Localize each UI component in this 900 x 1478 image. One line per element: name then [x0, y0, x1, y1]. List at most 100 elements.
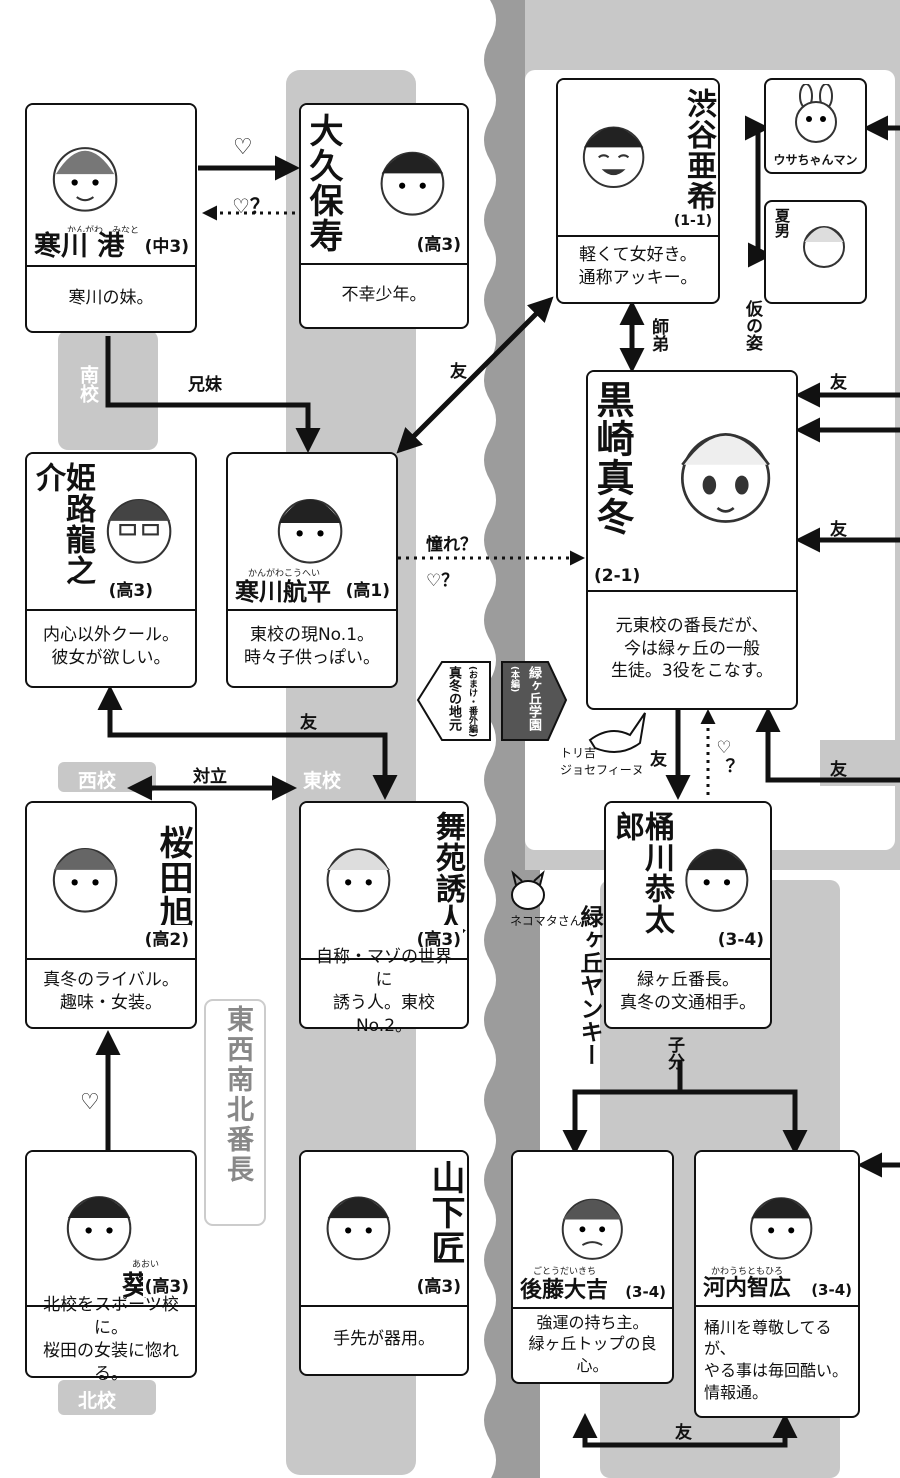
card-kawauchi[interactable]: かわうちともひろ 河内智広 (3-4) 桶川を尊敬してるが、やる事は毎回酷い。情…	[694, 1150, 860, 1418]
west-school-label: 西校	[78, 770, 117, 792]
rel-friend-okegawa: 友	[650, 750, 667, 770]
portrait-maizono: 舞苑誘人 (高3)	[301, 803, 467, 960]
card-maizono[interactable]: 舞苑誘人 (高3) 自称・マゾの世界に誘う人。東校No.2。	[299, 801, 469, 1036]
name-sakurada: 桜田旭	[153, 823, 193, 932]
grade-kawauchi: (3-4)	[809, 1281, 854, 1299]
rel-akogare-heart: ♡？	[426, 571, 459, 591]
character-face-icon	[277, 499, 343, 564]
grade-goto: (3-4)	[623, 1283, 668, 1301]
portrait-aoi: あおい 葵 (高3)	[27, 1152, 195, 1307]
card-okegawa[interactable]: 桶川恭太郎 (3-4) 緑ヶ丘番長。真冬の文通相手。	[604, 801, 772, 1029]
name-goto: 後藤大吉	[517, 1279, 612, 1303]
banchou-label: 東西南北番長	[222, 1005, 253, 1185]
grade-sakurada: (高2)	[142, 925, 191, 950]
rel-siblings: 兄妹	[188, 375, 222, 395]
character-face-icon	[106, 499, 172, 564]
ruby-minato: かんがわ みなと	[67, 226, 140, 236]
card-minato[interactable]: かんがわ みなと 寒川 港 (中3) 寒川の妹。	[25, 103, 197, 333]
portrait-okegawa: 桶川恭太郎 (3-4)	[606, 803, 770, 960]
grade-okegawa: (3-4)	[715, 930, 766, 950]
portrait-yamashita: 山下匠 (高3)	[301, 1152, 467, 1307]
name-kouhei: 寒川航平	[232, 579, 334, 605]
name-okegawa: 桶川恭太郎	[609, 809, 674, 958]
rel-friend-bottom: 友	[675, 1423, 692, 1443]
portrait-goto: ごとうだいきち 後藤大吉 (3-4)	[513, 1152, 672, 1309]
desc-okegawa: 緑ヶ丘番長。真冬の文通相手。	[620, 970, 756, 1013]
north-school-label: 北校	[78, 1390, 117, 1412]
rel-friend-right1: 友	[830, 373, 847, 393]
desc-minato: 寒川の妹。	[68, 287, 154, 308]
badge-left-sub: (おまけ・番外編)	[467, 666, 477, 738]
ruby-kawauchi: かわうちともひろ	[711, 1267, 784, 1277]
card-okubo[interactable]: 大久保寿 (高3) 不幸少年。	[299, 103, 469, 329]
portrait-himeji: 姫路龍之介 (高3)	[27, 454, 195, 611]
name-okubo: 大久保寿	[303, 111, 343, 255]
desc-kawauchi: 桶川を尊敬してるが、やる事は毎回酷い。情報通。	[704, 1317, 849, 1402]
grade-minato: (中3)	[142, 232, 191, 257]
character-face-icon	[803, 226, 845, 268]
character-face-icon	[561, 1198, 623, 1260]
desc-goto: 強運の持ち主。緑ヶ丘トップの良心。	[528, 1312, 657, 1375]
name-natsuo: 夏男	[773, 208, 791, 238]
character-face-icon	[66, 1196, 132, 1261]
ruby-goto: ごとうだいきち	[533, 1267, 597, 1277]
character-face-icon	[52, 147, 118, 212]
grade-himeji: (高3)	[106, 576, 155, 601]
rel-heart-q: ♡？	[232, 194, 270, 218]
south-school-label: 南校	[77, 365, 99, 403]
grade-kurosaki: (2-1)	[592, 566, 643, 586]
rel-heart-okegawa: ♡？	[714, 738, 734, 775]
name-shibuya: 渋谷亜希	[681, 86, 716, 214]
east-school-label: 東校	[303, 770, 342, 792]
character-face-icon	[582, 126, 645, 189]
desc-kurosaki: 元東校の番長だが、今は緑ヶ丘の一般生徒。3役をこなす。	[610, 615, 774, 682]
yankee-label: 緑ヶ丘ヤンキー	[576, 905, 602, 1066]
portrait-sakurada: 桜田旭 (高2)	[27, 803, 195, 960]
card-aoi[interactable]: あおい 葵 (高3) 北校をスポーツ校に。桜田の女装に惚れる。	[25, 1150, 197, 1384]
grade-shibuya: (1-1)	[671, 213, 714, 229]
rel-kari: 仮の姿	[742, 300, 762, 351]
ruby-kouhei: かんがわこうへい	[248, 569, 321, 579]
grade-kouhei: (高1)	[343, 576, 392, 601]
cat-mascot-label: ネコマタさん	[510, 914, 582, 928]
character-face-icon	[685, 848, 749, 912]
badge-right-sub: (本編)	[509, 666, 519, 693]
card-kurosaki[interactable]: 黒崎真冬 (2-1) 元東校の番長だが、今は緑ヶ丘の一般生徒。3役をこなす。	[586, 370, 798, 710]
bird-mascot-label: トリ吉 ジョセフィーヌ	[560, 746, 644, 777]
card-goto[interactable]: ごとうだいきち 後藤大吉 (3-4) 強運の持ち主。緑ヶ丘トップの良心。	[511, 1150, 674, 1384]
card-kouhei[interactable]: かんがわこうへい 寒川航平 (高1) 東校の現No.1。時々子供っぽい。	[226, 452, 398, 688]
card-sakurada[interactable]: 桜田旭 (高2) 真冬のライバル。趣味・女装。	[25, 801, 197, 1029]
character-face-icon	[380, 151, 445, 216]
grade-aoi: (高3)	[142, 1272, 191, 1297]
rabbit-mask-icon	[795, 84, 837, 143]
portrait-kawauchi: かわうちともひろ 河内智広 (3-4)	[696, 1152, 858, 1307]
desc-yamashita: 手先が器用。	[333, 1328, 435, 1349]
name-maizono: 舞苑誘人	[430, 809, 465, 937]
rel-akogare: 憧れ？	[426, 535, 477, 555]
name-kurosaki: 黒崎真冬	[590, 378, 634, 538]
card-himeji[interactable]: 姫路龍之介 (高3) 内心以外クール。彼女が欲しい。	[25, 452, 197, 688]
grade-okubo: (高3)	[414, 230, 463, 255]
name-minato: 寒川 港	[31, 232, 128, 261]
desc-himeji: 内心以外クール。彼女が欲しい。	[43, 625, 179, 668]
card-natsuo[interactable]: 夏男	[764, 200, 867, 304]
name-himeji: 姫路龍之介	[30, 460, 95, 609]
card-yamashita[interactable]: 山下匠 (高3) 手先が器用。	[299, 1150, 469, 1376]
card-shibuya[interactable]: 渋谷亜希 (1-1) 軽くて女好き。通称アッキー。	[556, 78, 720, 304]
rel-friend-himeji-maizono: 友	[300, 713, 317, 733]
character-face-icon	[326, 1196, 391, 1261]
rel-shitei: 師弟	[648, 318, 668, 352]
portrait-kouhei: かんがわこうへい 寒川航平 (高1)	[228, 454, 396, 611]
desc-shibuya: 軽くて女好き。通称アッキー。	[578, 245, 698, 288]
name-kawauchi: 河内智広	[700, 1277, 795, 1301]
badge-left-main: 真冬の地元	[446, 666, 461, 731]
rel-friend-kouhei-shibuya: 友	[450, 362, 467, 382]
rel-heart: ♡	[233, 135, 253, 160]
character-face-icon	[52, 848, 118, 913]
desc-sakurada: 真冬のライバル。趣味・女装。	[43, 970, 179, 1013]
portrait-okubo: 大久保寿 (高3)	[301, 105, 467, 265]
desc-aoi: 北校をスポーツ校に。桜田の女装に惚れる。	[43, 1295, 179, 1384]
rel-friend-right3: 友	[830, 760, 847, 780]
character-face-icon	[326, 848, 391, 913]
card-usachan[interactable]: ウサちゃんマン	[764, 78, 867, 174]
